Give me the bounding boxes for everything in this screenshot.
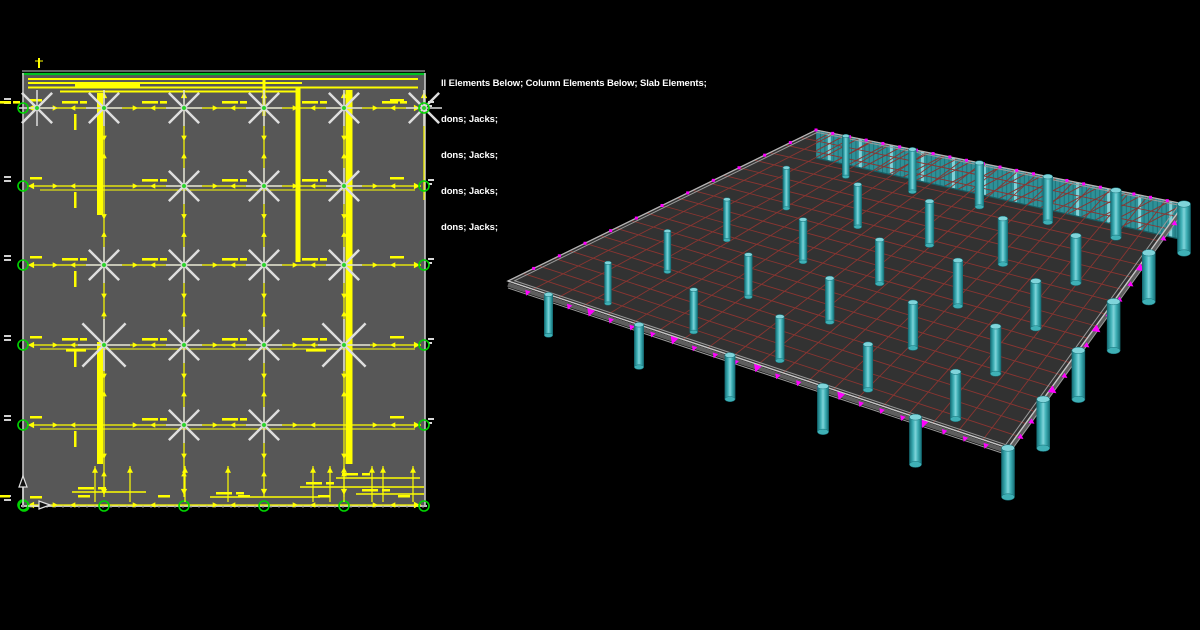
column-3d xyxy=(544,292,553,338)
column-star-marker xyxy=(382,90,442,126)
column-star-marker xyxy=(222,168,282,204)
support-node xyxy=(258,500,270,512)
column-star-marker xyxy=(222,407,282,443)
column-star-marker xyxy=(302,319,370,371)
column-3d xyxy=(924,198,935,248)
column-3d xyxy=(1110,187,1122,241)
column-3d xyxy=(862,341,874,393)
legend: ll Elements Below; Column Elements Below… xyxy=(441,54,707,258)
support-node xyxy=(17,180,29,192)
column-star-marker xyxy=(62,90,122,126)
column-star-marker xyxy=(302,168,362,204)
legend-entry: dons; Jacks; xyxy=(441,222,498,233)
support-node xyxy=(17,339,29,351)
axis-indicator xyxy=(18,474,52,510)
legend-entry: dons; Jacks; xyxy=(441,150,498,161)
column-3d xyxy=(744,252,753,300)
column-star-marker xyxy=(62,247,122,283)
legend-entry: dons; Jacks; xyxy=(441,186,498,197)
support-node xyxy=(418,500,430,512)
column-3d xyxy=(798,217,808,265)
column-3d xyxy=(950,368,962,422)
column-3d xyxy=(723,197,731,243)
three-d-view[interactable] xyxy=(506,128,1191,501)
support-node xyxy=(98,500,110,512)
support-node xyxy=(17,102,29,114)
column-star-marker xyxy=(142,90,202,126)
column-3d xyxy=(634,322,644,370)
legend-header: ll Elements Below; Column Elements Below… xyxy=(441,78,707,89)
support-node xyxy=(418,419,430,431)
column-3d xyxy=(1001,444,1015,501)
column-3d xyxy=(842,134,850,179)
column-3d xyxy=(724,352,736,402)
column-star-marker xyxy=(302,90,362,126)
column-star-marker xyxy=(142,168,202,204)
column-3d xyxy=(907,299,919,351)
support-node xyxy=(418,102,430,114)
column-3d xyxy=(990,323,1002,377)
column-star-marker xyxy=(62,319,130,371)
column-3d xyxy=(1036,395,1050,452)
column-3d xyxy=(997,215,1008,267)
column-3d xyxy=(689,287,698,335)
column-3d xyxy=(974,160,985,210)
column-star-marker xyxy=(222,327,282,363)
column-3d xyxy=(875,237,885,287)
column-3d xyxy=(782,165,791,211)
column-star-marker xyxy=(142,327,202,363)
plan-slab xyxy=(23,73,425,505)
column-3d xyxy=(1177,200,1191,257)
column-3d xyxy=(817,383,829,435)
column-3d xyxy=(853,182,862,230)
column-star-marker xyxy=(142,247,202,283)
column-star-marker xyxy=(222,247,282,283)
support-node xyxy=(418,180,430,192)
column-star-marker xyxy=(302,247,362,283)
support-node xyxy=(418,259,430,271)
column-3d xyxy=(1030,278,1042,332)
column-3d xyxy=(1070,232,1082,286)
column-3d xyxy=(775,314,785,364)
support-node xyxy=(178,500,190,512)
support-node xyxy=(418,339,430,351)
column-3d xyxy=(1142,249,1156,306)
column-3d xyxy=(604,260,612,306)
support-node xyxy=(17,419,29,431)
column-3d xyxy=(1106,298,1121,355)
column-3d xyxy=(952,257,963,309)
plan-view[interactable] xyxy=(0,58,442,512)
column-3d xyxy=(663,229,672,274)
column-star-marker xyxy=(142,407,202,443)
column-3d xyxy=(1071,346,1086,403)
legend-entry: dons; Jacks; xyxy=(441,114,498,125)
column-3d xyxy=(908,147,917,194)
column-3d xyxy=(825,275,835,325)
column-3d xyxy=(909,413,922,468)
column-star-marker xyxy=(222,90,282,126)
column-star-marker xyxy=(0,90,55,126)
support-node xyxy=(17,259,29,271)
column-3d xyxy=(1042,173,1053,225)
